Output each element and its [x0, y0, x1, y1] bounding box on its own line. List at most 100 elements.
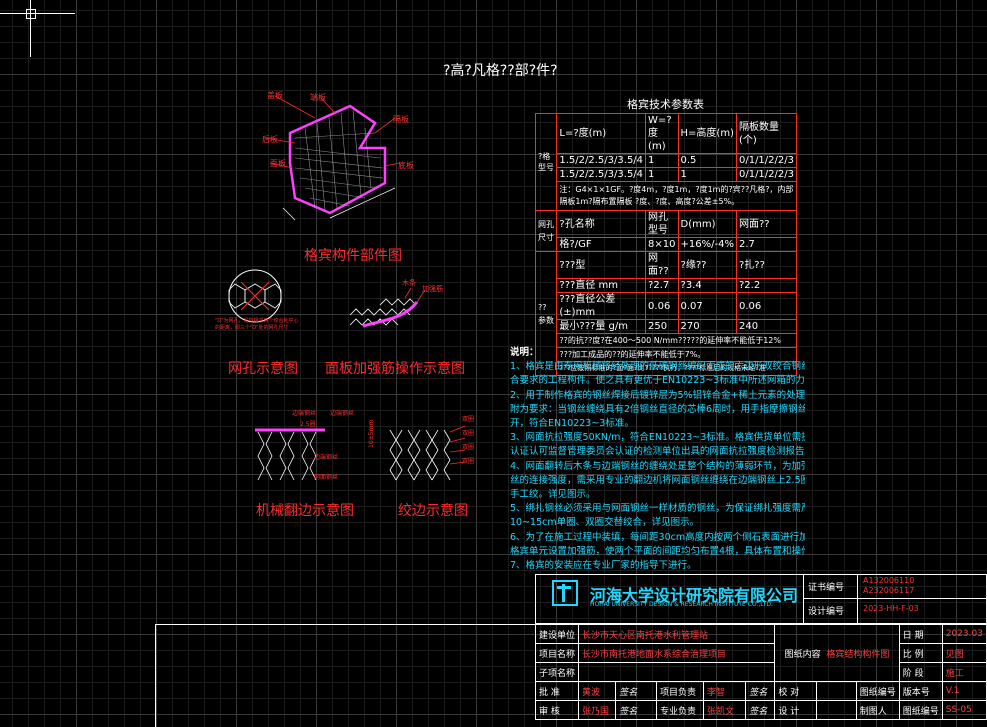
- spec-cell: ???直径 mm: [556, 278, 647, 293]
- tb-reviewer: 张乃国: [578, 700, 617, 720]
- spec-cell: 网孔型号: [645, 210, 679, 238]
- reinforce-drawing: [349, 287, 426, 328]
- tb-drawing-content-label: 图纸内容: [784, 649, 821, 660]
- caption-component: 格宾构件部件图: [304, 248, 402, 264]
- tb-subproject: [578, 662, 776, 682]
- spec-cell: 最小???量 g/m: [556, 319, 647, 334]
- edge-label-3: 2.5圈: [300, 421, 316, 428]
- notes-line: 10~15cm单圈、双圈交替绞合，详见图示。: [510, 517, 700, 529]
- spec-header-length: L=?度(m): [556, 113, 647, 154]
- spec-note: 注：G4×1×1GF。?度4m，?度1m，?度1m的?宾??凡格?，内部隔板1m…: [556, 181, 797, 211]
- tb-date: 2023.03: [941, 624, 987, 644]
- twist-dimension: 10±5mm: [368, 419, 375, 448]
- spec-cell: 0/1/1/2/2/3: [735, 153, 798, 168]
- tb-label: 阶 段: [898, 662, 943, 682]
- twist-label-4: 双圈: [462, 458, 475, 465]
- tb-label: 校 对: [774, 681, 817, 701]
- tb-label: 项目名称: [534, 643, 580, 663]
- spec-cell: +16%/-4%: [677, 237, 737, 252]
- spec-cell: 0/1/1/2/2/3: [735, 167, 798, 182]
- spec-cell: D(mm): [677, 210, 737, 238]
- spec-header-height: H=高度(m): [677, 113, 737, 154]
- tb-label: 项目负责: [655, 681, 705, 701]
- twist-label-1: 双圈: [462, 416, 475, 423]
- tb-label: 审 核: [534, 700, 580, 720]
- spec-cell: ?3.4: [677, 278, 737, 293]
- spec-cell: 1: [677, 167, 737, 182]
- edge-label-5: 网面钢丝: [314, 474, 339, 481]
- spec-cell: 250: [645, 319, 679, 334]
- tb-signature: 签名: [745, 700, 776, 720]
- frame-line: [155, 624, 535, 625]
- spec-cell: ?孔名称: [556, 210, 647, 238]
- spec-cell: ?2.7: [645, 278, 679, 293]
- spec-cell: 1.5/2/2.5/3/3.5/4: [556, 167, 647, 182]
- mesh-hole-drawing: [228, 269, 282, 323]
- tb-client: 长沙市天心区南托港水利管理站: [578, 624, 776, 644]
- label-lid: 盖板: [267, 91, 283, 100]
- caption-twist-edge: 绞边示意图: [398, 503, 468, 519]
- spec-cell: 1.5/2/2.5/3/3.5/4: [556, 153, 647, 168]
- cert-value-2: A232006117: [863, 586, 915, 595]
- tb-signature: 签名: [745, 681, 776, 701]
- spec-cell: 格?/GF: [556, 237, 647, 252]
- twist-label-3: 双圈: [462, 444, 475, 451]
- label-wood: 木条: [402, 279, 416, 287]
- spec-cell: ???直径公差(±)mm: [556, 292, 647, 320]
- title-block-table: 建设单位 长沙市天心区南托港水利管理站 图纸内容 格宾结构构件图 日 期 202…: [534, 624, 987, 720]
- tb-project: 长沙市南托港地面水系综合治理项目: [578, 643, 776, 663]
- spec-table-title: 格宾技术参数表: [627, 98, 704, 111]
- tb-stage: 施工: [941, 662, 987, 682]
- tb-label: 设 计: [774, 700, 817, 720]
- notes-line: 3、网面抗拉强度50KN/m，符合EN10223~3标准。格宾供货单位需提供由中…: [510, 432, 805, 444]
- company-name: 河海大学设计研究院有限公司: [590, 586, 799, 605]
- caption-machine-edge: 机械翻边示意图: [256, 503, 354, 519]
- spec-cell: 网面??: [645, 251, 679, 279]
- caption-panel-reinforce: 面板加强筋操作示意图: [325, 361, 465, 377]
- design-no: 2023-HH-F-03: [863, 604, 919, 613]
- gabion-component-drawing: [264, 95, 401, 221]
- tb-drawing-content: 图纸内容 格宾结构构件图: [774, 624, 900, 682]
- tb-label: 比 例: [898, 643, 943, 663]
- sheet-title: ?高?凡格??部?件?: [443, 63, 558, 79]
- tb-designer: [815, 700, 857, 720]
- notes-line: 6、为了在施工过程中装填，每间距30cm高度内按两个侧石表面进行加工(不有拼钢的: [510, 531, 805, 543]
- label-back: 后板: [262, 135, 278, 144]
- company-logo-icon: [552, 580, 578, 606]
- spec-group-label: ?格型号: [534, 113, 558, 211]
- twist-label-2: 双圈: [462, 430, 475, 437]
- label-bottom: 底板: [398, 161, 414, 170]
- notes-line: 附为要求：当钢丝缠绕具有2倍钢丝直径的芯棒6周时，用手指摩擦钢丝，不会剥落开裂: [510, 403, 805, 415]
- spec-cell: 0.5: [677, 153, 737, 168]
- spec-cell: 0.06: [645, 292, 679, 320]
- tb-scale: 见图: [941, 643, 987, 663]
- machine-edge-drawing: [255, 428, 325, 481]
- notes-line: 格宾单元设置加强筋，使两个平面的间距均匀布置4根，具体布置和操作见图示。: [510, 545, 805, 557]
- spec-extra: ???应按照标准的?面?面?比?????执行，????标准后的规格未经?准: [556, 361, 797, 376]
- spec-cell: ?扎??: [735, 251, 798, 279]
- spec-cell: 2.7: [735, 237, 798, 252]
- label-reinforce: 加强筋: [422, 285, 443, 293]
- tb-discipline-lead: 张凯文: [703, 700, 747, 720]
- tb-label: 图纸编号: [855, 681, 900, 701]
- tb-label: 图纸编号: [898, 700, 943, 720]
- spec-header-dividers: 隔板数量(个): [735, 113, 798, 154]
- frame-line: [803, 574, 804, 624]
- twist-edge-drawing: [389, 425, 466, 481]
- spec-cell: ???型: [556, 251, 647, 279]
- spec-cell: 240: [735, 319, 798, 334]
- spec-cell: ?缘??: [677, 251, 737, 279]
- spec-cell: 1: [645, 167, 679, 182]
- cert-label: 证书编号: [808, 583, 845, 593]
- tb-signature: 签名: [615, 681, 657, 701]
- tb-project-lead: 李智: [703, 681, 747, 701]
- frame-line: [803, 598, 987, 599]
- cad-pickbox: [26, 9, 36, 19]
- mesh-note: "D"为网孔，是指相邻两个绞合处中心的距离，即三个"D"处的网孔尺寸: [215, 318, 299, 331]
- notes-title: 说明：: [510, 347, 539, 358]
- tb-version: V.1: [941, 681, 987, 701]
- spec-table: ?格型号 L=?度(m) W=?度(m) H=高度(m) 隔板数量(个) 1.5…: [534, 113, 798, 376]
- mesh-group-label: 网孔尺寸: [534, 210, 558, 252]
- cad-crosshair[interactable]: [0, 13, 75, 14]
